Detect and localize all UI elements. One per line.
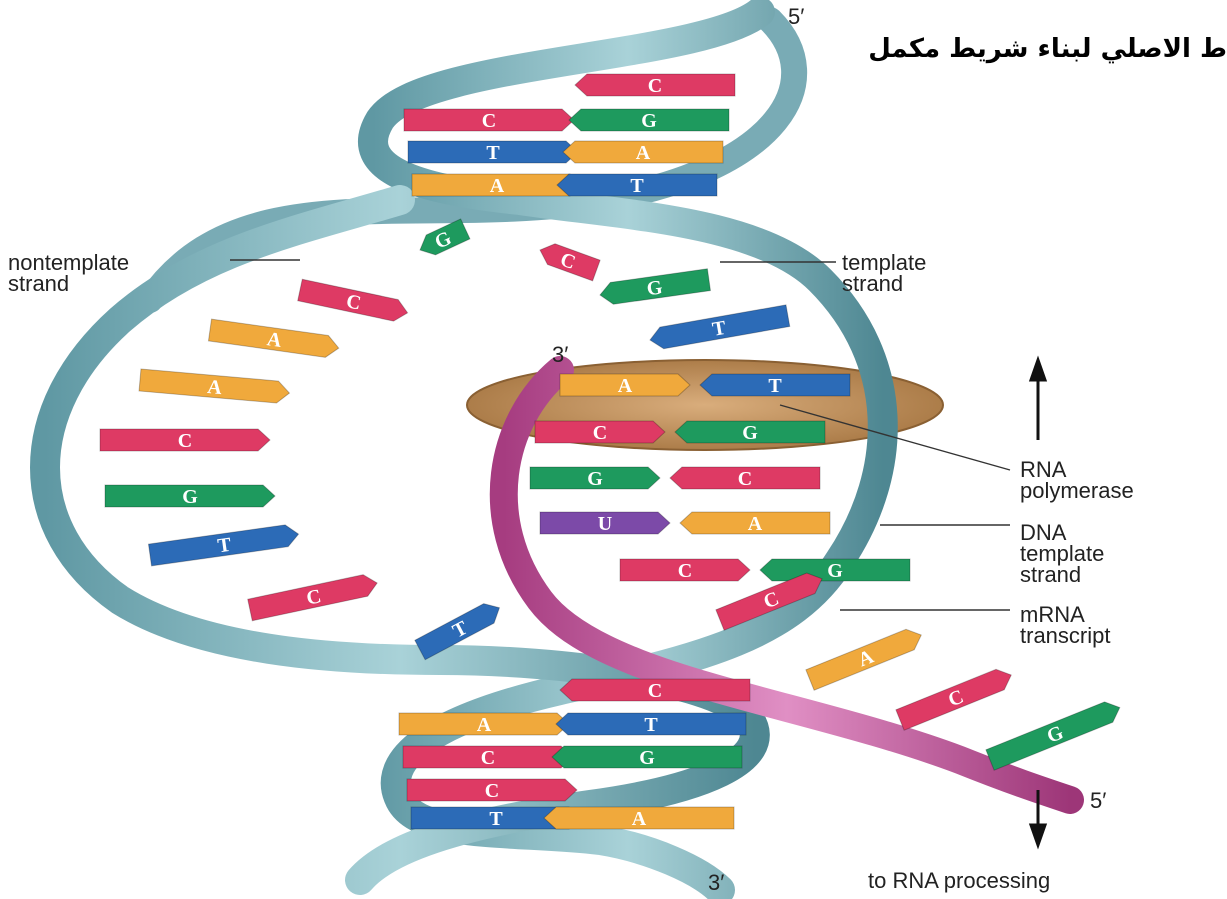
svg-text:G: G [639, 747, 655, 769]
svg-text:G: G [742, 422, 758, 444]
label-nontemplate-strand: nontemplate strand [8, 252, 129, 294]
svg-text:A: A [618, 375, 633, 397]
svg-text:C: C [481, 747, 495, 769]
base-G-dna-template-4: G [760, 559, 910, 582]
svg-text:A: A [206, 376, 223, 399]
svg-text:A: A [490, 175, 505, 197]
svg-text:C: C [593, 422, 607, 444]
base-C-rna-4: C [620, 559, 750, 582]
strand-end-5-top: 5′ [788, 4, 804, 30]
strand-end-3-bottom: 3′ [708, 870, 724, 896]
base-G-rna-2: G [530, 467, 660, 490]
base-A-dna-template-3: A [680, 512, 830, 535]
svg-text:G: G [827, 560, 843, 582]
svg-text:T: T [630, 175, 644, 197]
svg-text:C: C [648, 75, 662, 97]
svg-text:T: T [489, 808, 503, 830]
svg-text:U: U [598, 513, 612, 535]
svg-text:C: C [482, 110, 496, 132]
base-T-top-left-2: T [408, 141, 578, 164]
svg-text:G: G [182, 486, 198, 508]
base-C-dna-template-2: C [670, 467, 820, 490]
base-A-nontemplate-2: A [208, 319, 340, 360]
base-C-nontemplate-1: C [298, 279, 410, 324]
base-C-bottom-left-2: C [403, 746, 573, 769]
svg-text:T: T [486, 142, 500, 164]
base-T-top-right-3: T [557, 174, 717, 197]
base-A-bottom-right-4: A [544, 807, 734, 830]
base-U-rna-3: U [540, 512, 670, 535]
label-dna-template-strand: DNA template strand [1020, 522, 1104, 585]
base-C-template-0: C [536, 240, 600, 282]
base-A-top-right-2: A [563, 141, 723, 164]
base-C-top-left-1: C [404, 109, 574, 132]
svg-text:C: C [648, 680, 662, 702]
base-G-template-1: G [598, 269, 710, 307]
label-rna-polymerase: RNA polymerase [1020, 459, 1134, 501]
base-A-nontemplate-3: A [139, 369, 290, 405]
base-A-bottom-left-1: A [399, 713, 569, 736]
label-template-strand: template strand [842, 252, 926, 294]
direction-arrow-up [1031, 360, 1045, 440]
svg-text:G: G [641, 110, 657, 132]
strand-end-5-rna: 5′ [1090, 788, 1106, 814]
base-A-mrna-1: A [806, 625, 926, 691]
strand-end-3-rna: 3′ [552, 342, 568, 368]
svg-text:T: T [768, 375, 782, 397]
svg-text:C: C [678, 560, 692, 582]
svg-text:A: A [632, 808, 647, 830]
base-C-mrna-2: C [896, 665, 1016, 731]
base-G-top-right-1: G [569, 109, 729, 132]
base-C-bottom-right-0: C [560, 679, 750, 702]
label-to-rna-processing: to RNA processing [868, 870, 1050, 891]
base-T-template-2: T [648, 305, 790, 352]
base-G-dna-template-1: G [675, 421, 825, 444]
svg-text:G: G [587, 468, 603, 490]
base-G-nontemplate-0: G [415, 219, 470, 261]
svg-text:C: C [738, 468, 752, 490]
base-C-nontemplate-4: C [100, 429, 270, 452]
base-T-dna-template-0: T [700, 374, 850, 397]
base-T-bottom-right-1: T [556, 713, 746, 736]
svg-text:T: T [644, 714, 658, 736]
label-mrna-transcript: mRNA transcript [1020, 604, 1110, 646]
svg-text:A: A [477, 714, 492, 736]
base-G-mrna-3: G [986, 697, 1124, 771]
svg-text:A: A [748, 513, 763, 535]
base-G-nontemplate-5: G [105, 485, 275, 508]
base-C-nontemplate-7: C [248, 572, 380, 622]
svg-text:A: A [636, 142, 651, 164]
base-A-top-left-3: A [412, 174, 582, 197]
base-C-rna-1: C [535, 421, 665, 444]
base-T-nontemplate-6: T [148, 523, 300, 567]
svg-text:C: C [178, 430, 192, 452]
base-C-bottom-left-3: C [407, 779, 577, 802]
base-G-bottom-right-2: G [552, 746, 742, 769]
svg-text:C: C [485, 780, 499, 802]
base-C-top-right-0: C [575, 74, 735, 97]
base-A-rna-0: A [560, 374, 690, 397]
